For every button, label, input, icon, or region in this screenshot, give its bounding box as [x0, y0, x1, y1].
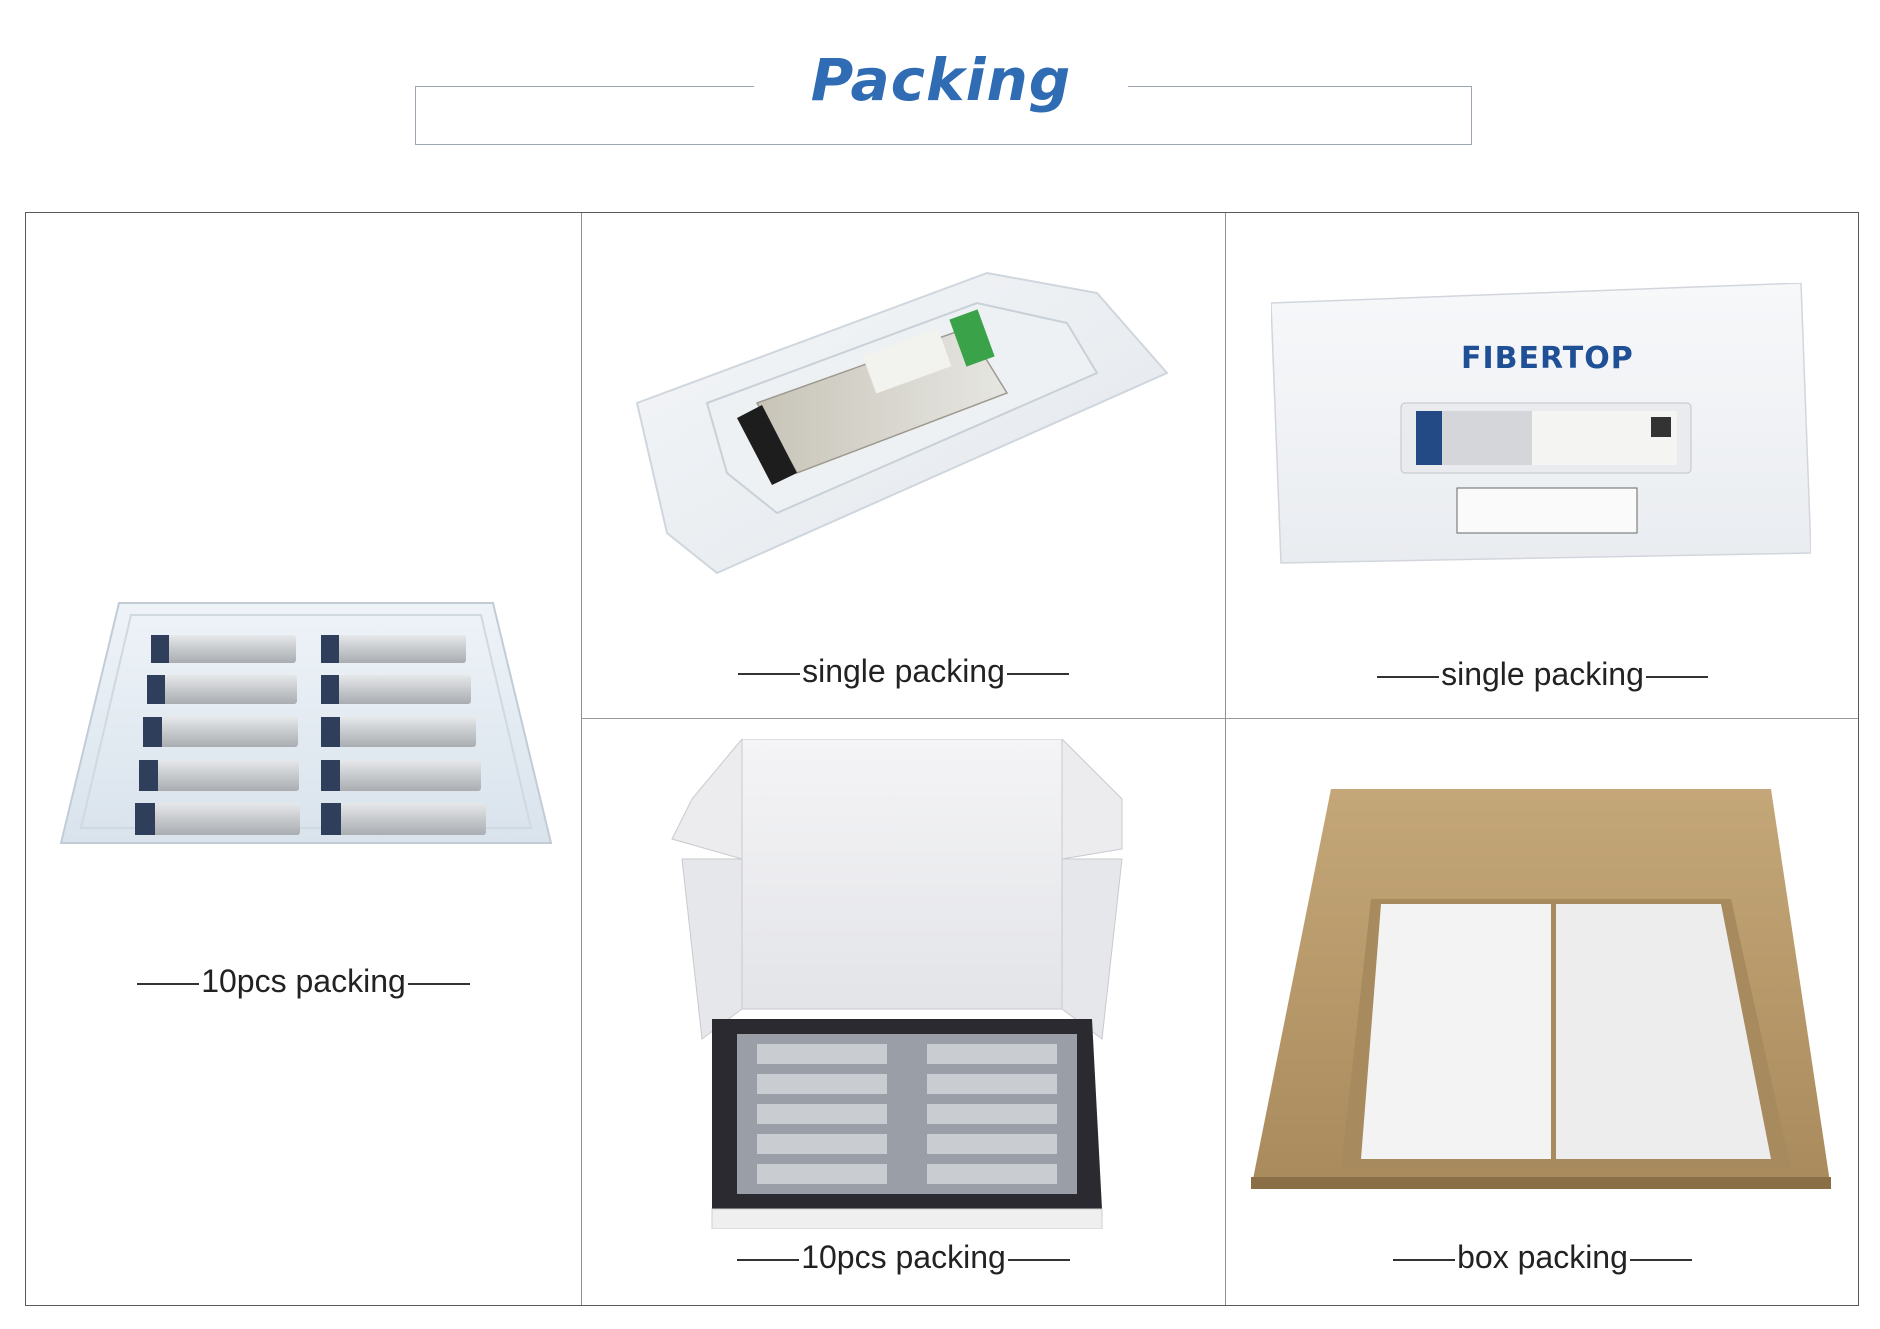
caption-dash-right	[1007, 1258, 1070, 1261]
caption-dash-right	[1006, 672, 1069, 675]
grid-divider-1	[581, 213, 582, 1305]
carton-box-photo	[1251, 789, 1831, 1189]
caption-blister-single: single packing	[582, 653, 1225, 690]
caption-dash-right	[1629, 1258, 1692, 1261]
cell-mailer-10pcs: 10pcs packing	[582, 719, 1225, 1305]
caption-dash-right	[1645, 675, 1708, 678]
packing-grid: 10pcs packing single packing	[25, 212, 1859, 1306]
title-gap	[754, 70, 1128, 100]
cell-box-single: FIBERTOP single packing	[1226, 213, 1859, 718]
caption-text: box packing	[1457, 1239, 1628, 1275]
caption-box-single: single packing	[1226, 656, 1859, 693]
caption-dash-left	[1393, 1258, 1456, 1261]
caption-dash-left	[137, 982, 200, 985]
fibertop-logo: FIBERTOP	[1461, 341, 1634, 376]
cell-tray-10pcs: 10pcs packing	[26, 213, 581, 1307]
caption-tray-10pcs: 10pcs packing	[26, 963, 581, 1000]
grid-divider-2	[1225, 213, 1226, 1305]
caption-text: 10pcs packing	[201, 963, 406, 999]
cell-carton-box: box packing	[1226, 719, 1859, 1305]
caption-dash-left	[738, 672, 801, 675]
caption-text: single packing	[802, 653, 1005, 689]
caption-carton-box: box packing	[1226, 1239, 1859, 1276]
page-title: Packing	[810, 46, 1072, 114]
caption-dash-left	[737, 1258, 800, 1261]
mailer-10pcs-photo	[671, 739, 1123, 1229]
caption-text: 10pcs packing	[801, 1239, 1006, 1275]
blister-single-photo	[635, 271, 1169, 575]
box-single-photo	[1271, 283, 1811, 564]
caption-text: single packing	[1441, 656, 1644, 692]
cell-blister-single: single packing	[582, 213, 1225, 718]
caption-dash-left	[1377, 675, 1440, 678]
tray-10pcs-photo	[59, 602, 553, 844]
caption-dash-right	[407, 982, 470, 985]
caption-mailer-10pcs: 10pcs packing	[582, 1239, 1225, 1276]
grid-divider-row	[581, 718, 1858, 719]
